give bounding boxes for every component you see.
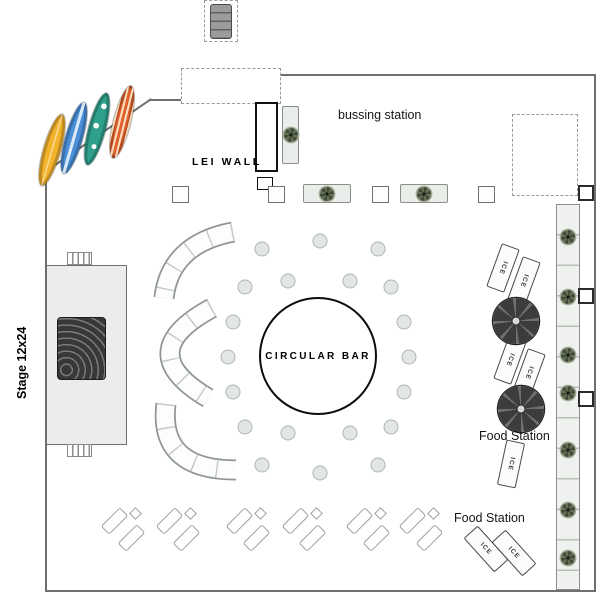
square-table (268, 186, 285, 203)
wall-top-left-stub (149, 99, 182, 101)
loveseat (281, 507, 310, 535)
side-table (427, 507, 440, 520)
square-table (172, 186, 189, 203)
loveseat (172, 524, 201, 552)
service-cart (210, 4, 232, 39)
cocktail-table (220, 349, 236, 365)
surfboard-decoration (104, 84, 140, 160)
lounge-cluster (345, 506, 401, 560)
stage-steps-bottom (67, 444, 92, 457)
floral-centerpiece (417, 186, 431, 201)
cocktail-table (401, 349, 417, 365)
stage-label: Stage 12x24 (15, 326, 29, 399)
ice-label: ICE (523, 365, 535, 381)
serpentine-sofa-middle (159, 298, 218, 408)
floral-centerpiece (283, 128, 298, 142)
lounge-cluster (398, 506, 454, 560)
cocktail-table (280, 425, 296, 441)
food-station-lower-label: Food Station (454, 511, 525, 525)
loveseat (117, 524, 146, 552)
cocktail-table (312, 233, 328, 249)
cocktail-table (370, 241, 386, 257)
cocktail-table (396, 384, 412, 400)
lounge-cluster (155, 506, 211, 560)
storage-area (512, 114, 578, 196)
floral-centerpiece (561, 348, 575, 362)
circular-bar: CIRCULAR BAR (259, 297, 377, 415)
wall-right (594, 74, 596, 592)
loveseat (155, 507, 184, 535)
lei-wall-label: LEI WALL (192, 156, 262, 168)
side-table (129, 507, 142, 520)
lounge-cluster (225, 506, 281, 560)
cocktail-table (383, 419, 399, 435)
cocktail-table (237, 279, 253, 295)
stage-steps-top (67, 252, 92, 265)
floral-centerpiece (561, 551, 575, 565)
ice-label: ICE (478, 541, 494, 557)
loveseat (415, 524, 444, 552)
wall-top (280, 74, 596, 76)
cocktail-table (280, 273, 296, 289)
loveseat (398, 507, 427, 535)
ice-station-table: ICE (496, 439, 526, 489)
lounge-cluster (100, 506, 156, 560)
ice-label: ICE (504, 352, 516, 368)
loveseat (298, 524, 327, 552)
bussing-station-label: bussing station (338, 108, 422, 122)
serpentine-sofa-top (153, 221, 236, 300)
wall-pillar (578, 288, 594, 304)
cocktail-table (370, 457, 386, 473)
side-table (254, 507, 267, 520)
side-table (310, 507, 323, 520)
square-table (478, 186, 495, 203)
ice-label: ICE (506, 456, 516, 472)
loveseat (225, 507, 254, 535)
service-dock-area (181, 68, 281, 104)
cocktail-table (342, 273, 358, 289)
lei-wall (255, 102, 278, 172)
floral-centerpiece (561, 443, 575, 457)
cocktail-table (342, 425, 358, 441)
market-umbrella-icon (498, 386, 544, 432)
market-umbrella-icon (493, 298, 539, 344)
cocktail-table (312, 465, 328, 481)
floral-centerpiece (561, 290, 575, 304)
cocktail-table (383, 279, 399, 295)
loveseat (100, 507, 129, 535)
square-table (372, 186, 389, 203)
food-station-upper-label: Food Station (479, 429, 550, 443)
cocktail-table (254, 241, 270, 257)
loveseat (362, 524, 391, 552)
cocktail-table (396, 314, 412, 330)
cocktail-table (225, 384, 241, 400)
lounge-cluster (281, 506, 337, 560)
ice-label: ICE (506, 545, 522, 561)
floral-centerpiece (561, 230, 575, 244)
ice-label: ICE (518, 273, 530, 289)
loveseat (345, 507, 374, 535)
cocktail-table (225, 314, 241, 330)
wall-pillar (578, 391, 594, 407)
side-table (374, 507, 387, 520)
floral-centerpiece (320, 186, 334, 201)
serpentine-sofa-bottom (154, 402, 237, 481)
wall-bottom (45, 590, 596, 592)
cocktail-table (237, 419, 253, 435)
cocktail-table (254, 457, 270, 473)
floral-centerpiece (561, 386, 575, 400)
wall-pillar (578, 185, 594, 201)
stage-equipment (57, 317, 106, 380)
ice-label: ICE (497, 260, 509, 276)
floral-centerpiece (561, 503, 575, 517)
circular-bar-label: CIRCULAR BAR (265, 350, 371, 362)
loveseat (242, 524, 271, 552)
side-table (184, 507, 197, 520)
